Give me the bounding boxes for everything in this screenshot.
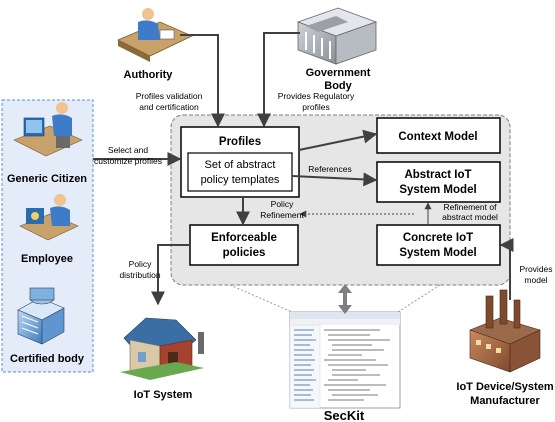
manufacturer-label-line2: Manufacturer (470, 395, 540, 407)
abstract-templates-line2: policy templates (201, 174, 280, 186)
context-model-title: Context Model (398, 131, 477, 143)
seckit-screenshot (289, 311, 401, 409)
profiles-validation-line1: Profiles validation (136, 91, 203, 101)
provides-model-line1: Provides (519, 264, 552, 274)
policy-refinement-line2: Refinement (260, 210, 304, 220)
arrow-references (291, 172, 378, 187)
iot-system-house-icon (120, 317, 204, 380)
manufacturer-label-line1: IoT Device/System (456, 381, 553, 393)
enforceable-line1: Enforceable (211, 232, 277, 244)
certified-body-label: Certified body (10, 353, 85, 365)
references-label: References (308, 164, 351, 174)
employee-icon (19, 194, 79, 241)
abstract-templates-box (187, 152, 293, 192)
abstract-iot-line2: System Model (399, 184, 476, 196)
enforceable-line2: policies (223, 247, 266, 259)
arrow-policy-distribution (151, 244, 190, 306)
profiles-title: Profiles (219, 136, 261, 148)
policy-refinement-line1: Policy (271, 199, 294, 209)
bidirectional-arrow-icon (338, 284, 352, 314)
enforceable-policies-box (189, 224, 299, 266)
policy-distribution-line1: Policy (129, 259, 152, 269)
abstract-templates-line1: Set of abstract (205, 159, 276, 171)
provides-model-line2: model (524, 275, 547, 285)
government-label-line2: Body (324, 80, 352, 92)
zoom-line-right (397, 284, 441, 313)
profiles-validation-line2: and certification (139, 102, 199, 112)
employee-label: Employee (21, 253, 73, 265)
abstract-iot-line1: Abstract IoT (404, 169, 471, 181)
zoom-line-left (229, 284, 293, 313)
provides-regulatory-line2: profiles (302, 102, 329, 112)
arrow-provides-model (499, 238, 514, 300)
concrete-iot-line1: Concrete IoT (403, 232, 473, 244)
arrow-profiles-to-context-model (298, 129, 378, 151)
certified-body-building-icon (17, 287, 65, 345)
policy-distribution-line2: distribution (119, 270, 160, 280)
select-customize-line1: Select and (108, 145, 148, 155)
manufacturer-factory-icon (469, 289, 541, 373)
refinement-abstract-line2: abstract model (442, 212, 498, 222)
arrow-authority-to-profiles (180, 34, 225, 128)
iot-system-label: IoT System (134, 389, 193, 401)
authority-label: Authority (124, 69, 174, 81)
authority-icon (117, 8, 193, 62)
arrow-government-to-profiles (257, 32, 300, 128)
concrete-iot-line2: System Model (399, 247, 476, 259)
provides-regulatory-line1: Provides Regulatory (278, 91, 355, 101)
select-customize-line2: customize profiles (94, 156, 162, 166)
refinement-abstract-line1: Refinement of (444, 202, 498, 212)
generic-citizen-label: Generic Citizen (7, 173, 87, 185)
abstract-iot-model-box (376, 161, 501, 203)
generic-citizen-icon (13, 102, 83, 157)
concrete-iot-model-box (376, 224, 501, 266)
seckit-label: SecKit (324, 408, 365, 422)
government-label-line1: Government (306, 67, 371, 79)
government-building-icon (296, 7, 378, 65)
context-model-box (376, 117, 501, 154)
